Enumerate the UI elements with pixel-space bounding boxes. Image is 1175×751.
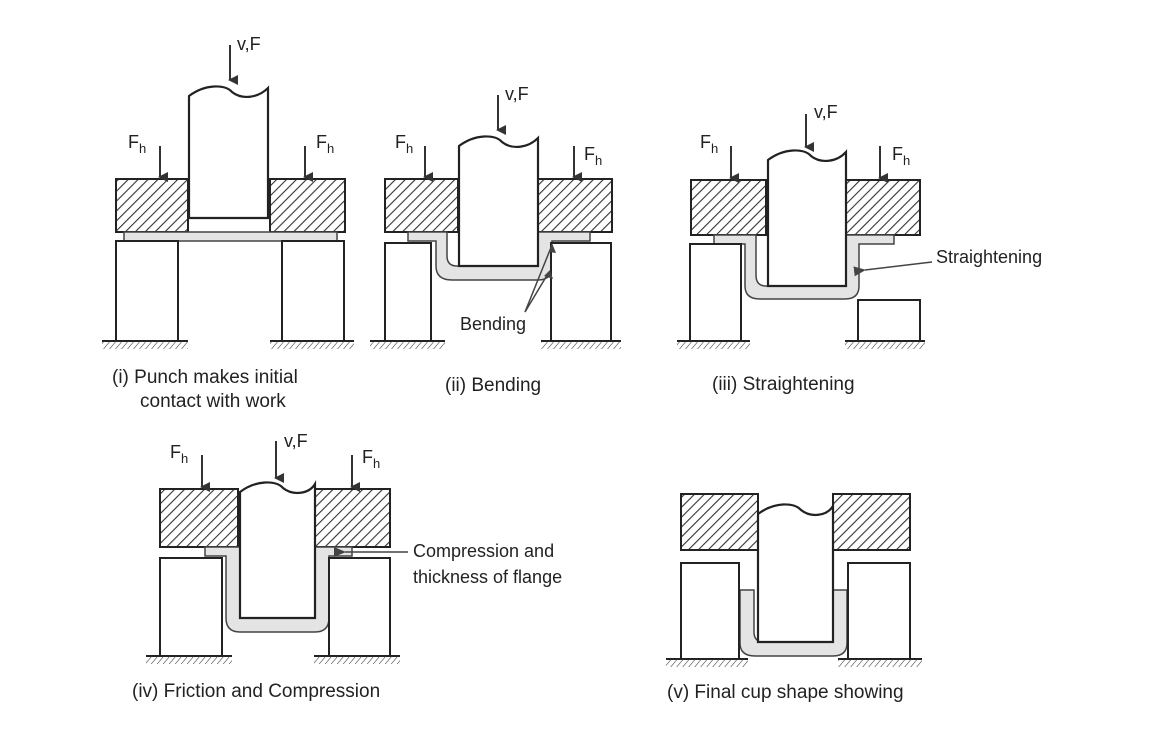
caption-stage-1-line-1: (i) Punch makes initial xyxy=(112,367,298,388)
label-compression-line-2: thickness of flange xyxy=(413,567,562,587)
label-vf: v,F xyxy=(284,431,308,451)
blank-holder-left xyxy=(384,178,459,233)
label-fh-right: Fh xyxy=(316,132,334,156)
label-fh-right: Fh xyxy=(362,447,380,471)
punch xyxy=(238,480,317,620)
blank-holder-right xyxy=(832,493,911,551)
blank-holder-left xyxy=(680,493,759,551)
label-fh-left: Fh xyxy=(700,132,718,156)
caption-stage-1-line-2: contact with work xyxy=(140,391,286,412)
caption-stage-5: (v) Final cup shape showing xyxy=(667,682,904,703)
ground-right xyxy=(270,341,354,349)
cup-wall xyxy=(407,231,591,281)
punch xyxy=(457,135,540,268)
caption-stage-3: (iii) Straightening xyxy=(712,374,855,395)
die-left xyxy=(689,243,742,342)
label-fh-right: Fh xyxy=(584,144,602,168)
cup-wall xyxy=(713,234,895,300)
pointer-bending-1 xyxy=(524,244,553,313)
die-right xyxy=(550,242,612,342)
label-compression-line-1: Compression and xyxy=(413,541,554,561)
pointer-bending-2 xyxy=(524,271,550,313)
punch xyxy=(766,149,848,288)
die-right xyxy=(281,240,345,342)
caption-stage-2: (ii) Bending xyxy=(445,375,541,396)
blank-holder-left xyxy=(115,178,189,233)
stage-4: v,F Fh Fh Compression and thickness of f… xyxy=(132,431,562,702)
ground-left xyxy=(102,341,188,349)
die-right xyxy=(328,557,391,657)
pointer-straightening xyxy=(853,261,933,277)
blank-holder-right xyxy=(845,179,921,236)
blank-holder-left xyxy=(690,179,767,236)
punch xyxy=(187,85,270,220)
label-vf: v,F xyxy=(237,34,261,54)
stage-2: v,F Fh Fh Bending (ii) Bending xyxy=(370,84,621,396)
stage-5: (v) Final cup shape showing xyxy=(666,493,922,703)
stage-1: v,F Fh Fh (i) Punch makes initial contac… xyxy=(102,34,354,412)
label-fh-left: Fh xyxy=(395,132,413,156)
label-bending: Bending xyxy=(460,314,526,334)
blank-holder-left xyxy=(159,488,239,548)
label-fh-left: Fh xyxy=(170,442,188,466)
blank-holder-right xyxy=(312,488,391,548)
label-vf: v,F xyxy=(505,84,529,104)
die-left xyxy=(384,242,432,342)
label-straightening: Straightening xyxy=(936,247,1042,267)
punch xyxy=(756,502,835,644)
stage-3: v,F Fh Fh Straightening (iii) Straighten… xyxy=(677,102,1042,395)
die-right xyxy=(857,299,921,342)
label-vf: v,F xyxy=(814,102,838,122)
die-left xyxy=(680,562,740,660)
blank-holder-right xyxy=(269,178,346,233)
label-fh-right: Fh xyxy=(892,144,910,168)
die-left xyxy=(159,557,223,657)
die-left xyxy=(115,240,179,342)
blank-holder-right xyxy=(536,178,613,233)
die-right xyxy=(847,562,911,660)
caption-stage-4: (iv) Friction and Compression xyxy=(132,681,380,702)
label-fh-left: Fh xyxy=(128,132,146,156)
sheet-blank xyxy=(123,231,338,242)
